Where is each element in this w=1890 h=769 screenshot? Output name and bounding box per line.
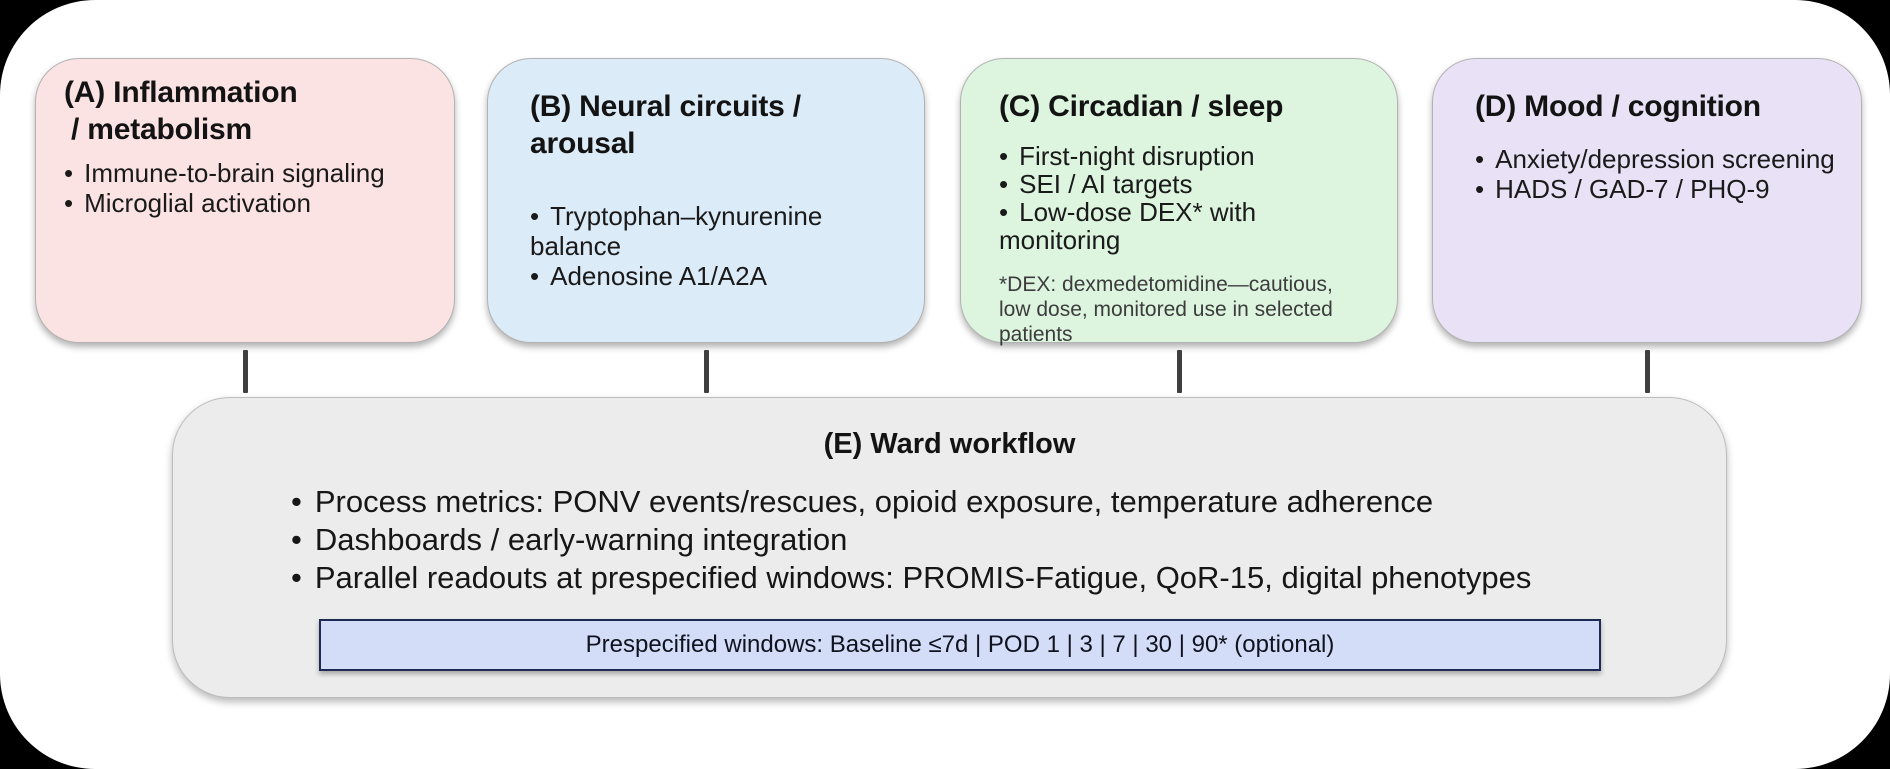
panel-b-bullets: Tryptophan–kynurenine balance Adenosine … (530, 201, 908, 291)
bullet-item: HADS / GAD-7 / PHQ-9 (1475, 174, 1847, 204)
panel-mood-cognition: (D) Mood / cognition Anxiety/depression … (1432, 58, 1862, 343)
panel-inflammation-metabolism: (A) Inflammation / metabolism Immune-to-… (35, 58, 455, 343)
panel-d-title: (D) Mood / cognition (1475, 88, 1847, 125)
dex-footnote: *DEX: dexmedetomidine—cautious, low dose… (999, 273, 1333, 346)
bullet-item: Tryptophan–kynurenine balance (530, 201, 908, 261)
bullet-item: SEI / AI targets (999, 170, 1381, 198)
panel-c-title: (C) Circadian / sleep (999, 88, 1381, 125)
panel-e-bullets: Process metrics: PONV events/rescues, op… (291, 483, 1726, 597)
connector-line-c (1177, 350, 1182, 393)
bullet-item: Microglial activation (64, 188, 436, 218)
panel-neural-circuits-arousal: (B) Neural circuits / arousal Tryptophan… (487, 58, 925, 343)
connector-line-b (704, 350, 709, 393)
panel-circadian-sleep: (C) Circadian / sleep First-night disrup… (960, 58, 1398, 346)
prespecified-windows-banner: Prespecified windows: Baseline ≤7d | POD… (319, 619, 1601, 671)
panel-b-title: (B) Neural circuits / arousal (530, 88, 908, 162)
panel-c-title-line1: (C) Circadian / sleep (999, 90, 1284, 123)
bullet-item: Immune-to-brain signaling (64, 158, 436, 188)
bullet-item: Anxiety/depression screening (1475, 144, 1847, 174)
panel-e-title: (E) Ward workflow (823, 428, 1076, 460)
bullet-item: First-night disruption (999, 142, 1381, 170)
connector-line-d (1645, 350, 1650, 393)
bullet-item: Parallel readouts at prespecified window… (291, 559, 1726, 597)
panel-d-bullets: Anxiety/depression screening HADS / GAD-… (1475, 144, 1847, 204)
panel-a-title: (A) Inflammation / metabolism (64, 74, 436, 148)
bullet-item: Low-dose DEX* with monitoring (999, 198, 1381, 254)
panel-a-title-line2: / metabolism (71, 113, 252, 146)
bullet-item: Adenosine A1/A2A (530, 261, 908, 291)
connector-line-a (243, 350, 248, 393)
panel-ward-workflow: (E) Ward workflow Process metrics: PONV … (172, 397, 1727, 698)
bullet-item: Process metrics: PONV events/rescues, op… (291, 483, 1726, 521)
panel-d-title-line1: (D) Mood / cognition (1475, 90, 1761, 123)
bullet-item: Dashboards / early-warning integration (291, 521, 1726, 559)
panel-c-bullets: First-night disruption SEI / AI targets … (999, 142, 1381, 254)
panel-a-title-line1: (A) Inflammation (64, 76, 298, 109)
panel-b-title-line1: (B) Neural circuits / arousal (530, 90, 801, 160)
panel-a-bullets: Immune-to-brain signaling Microglial act… (64, 158, 436, 218)
